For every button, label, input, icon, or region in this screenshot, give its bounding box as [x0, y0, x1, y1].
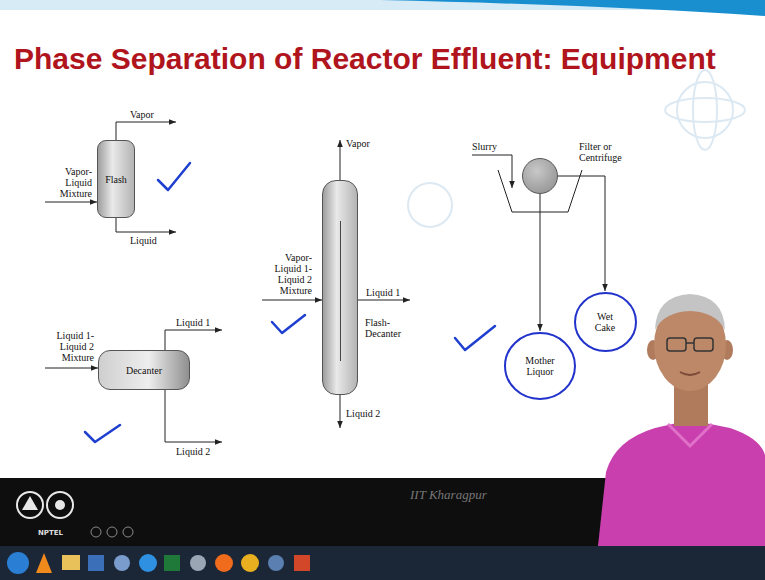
- stream-label: Liquid 2: [346, 408, 380, 419]
- app-icon: [164, 555, 180, 571]
- faint-atom-ring: [677, 82, 733, 138]
- watermark: IIT Kharagpur: [410, 487, 487, 502]
- logo-text: NPTEL: [38, 529, 63, 537]
- logo: [17, 492, 43, 518]
- slide-title: Phase Separation of Reactor Effluent: Eq…: [14, 42, 716, 76]
- vessel-baffle: [340, 221, 341, 361]
- header-swoosh: [380, 0, 765, 16]
- app-icon: [215, 554, 233, 572]
- faint-atom-orbit: [693, 70, 717, 150]
- presenter-glasses: [667, 338, 686, 351]
- control-icon: [123, 527, 133, 537]
- stream-line: [340, 140, 341, 180]
- filter-drum: Filter or Centrifuge: [522, 158, 558, 194]
- presenter-hair: [655, 294, 725, 330]
- stream-line: [358, 300, 410, 301]
- circled-outline: [505, 333, 575, 399]
- start-button: [7, 552, 29, 574]
- app-icon: [88, 555, 104, 571]
- app-icon: [139, 554, 157, 572]
- stream-label: Liquid: [130, 235, 157, 246]
- presenter-shirt: [598, 420, 765, 546]
- circled-stream: Mother Liquor: [503, 331, 577, 401]
- footer-logos: [17, 492, 133, 537]
- node-text: Flash: [105, 174, 127, 185]
- presenter: [598, 294, 765, 546]
- stream-line: [165, 390, 222, 442]
- stream-label: Liquid 1: [366, 287, 400, 298]
- stream-line: [262, 300, 322, 301]
- app-icon: [190, 555, 206, 571]
- faint-atom: [408, 70, 745, 227]
- stream-label: Vapor- Liquid Mixture: [46, 166, 92, 199]
- app-icon: [241, 554, 259, 572]
- node-text: Mother Liquor: [520, 355, 560, 377]
- stream-line: [116, 218, 176, 232]
- stream-label: Vapor- Liquid 1- Liquid 2 Mixture: [262, 252, 312, 296]
- logo: [55, 500, 65, 510]
- stream-label: Liquid 1- Liquid 2 Mixture: [46, 330, 94, 363]
- node-text: Flash- Decanter: [365, 317, 417, 339]
- check-mark: [272, 315, 305, 333]
- stream-label: Vapor: [130, 109, 154, 120]
- node-text: Filter or Centrifuge: [579, 141, 631, 163]
- check-mark: [455, 326, 495, 350]
- logo: [47, 492, 73, 518]
- app-icon: [62, 555, 80, 570]
- faint-ring: [408, 183, 452, 227]
- control-icon: [107, 527, 117, 537]
- taskbar: [0, 546, 765, 580]
- app-icon: [114, 555, 130, 571]
- stream-label: Liquid 2: [176, 446, 210, 457]
- flash-decanter-vessel: Flash- Decanter: [322, 180, 358, 395]
- logo: [22, 496, 38, 510]
- stream-label: Liquid 1: [176, 317, 210, 328]
- check-marks: [85, 163, 495, 442]
- faint-atom-orbit: [665, 98, 745, 122]
- stream-lines: [45, 122, 582, 442]
- stream-line: [45, 368, 98, 369]
- node-text: Decanter: [126, 365, 162, 376]
- app-icon: [294, 555, 310, 571]
- circled-stream: Wet Cake: [573, 291, 638, 353]
- check-mark: [85, 425, 120, 442]
- circled-outline: [575, 293, 636, 351]
- stream-line: [116, 122, 176, 140]
- stream-line: [340, 395, 341, 428]
- stream-arrow: [540, 194, 541, 331]
- stream-label: Slurry: [472, 141, 497, 152]
- decanter-vessel: Decanter: [98, 350, 190, 390]
- node-text: Wet Cake: [588, 311, 622, 333]
- presenter-glasses: [686, 342, 694, 344]
- flash-drum: Flash: [97, 140, 135, 218]
- stream-line: [472, 155, 512, 188]
- presenter-collar: [668, 424, 712, 446]
- stream-arrow: [558, 176, 605, 291]
- stream-label: Vapor: [346, 138, 370, 149]
- presenter-glasses: [694, 338, 713, 351]
- control-icon: [91, 527, 101, 537]
- stream-line: [45, 202, 97, 203]
- presenter-mouth: [680, 372, 700, 375]
- app-icon: [268, 555, 284, 571]
- taskbar-icons: [7, 552, 310, 574]
- app-icon: [36, 553, 52, 573]
- stream-line: [165, 330, 222, 350]
- check-mark: [158, 163, 190, 190]
